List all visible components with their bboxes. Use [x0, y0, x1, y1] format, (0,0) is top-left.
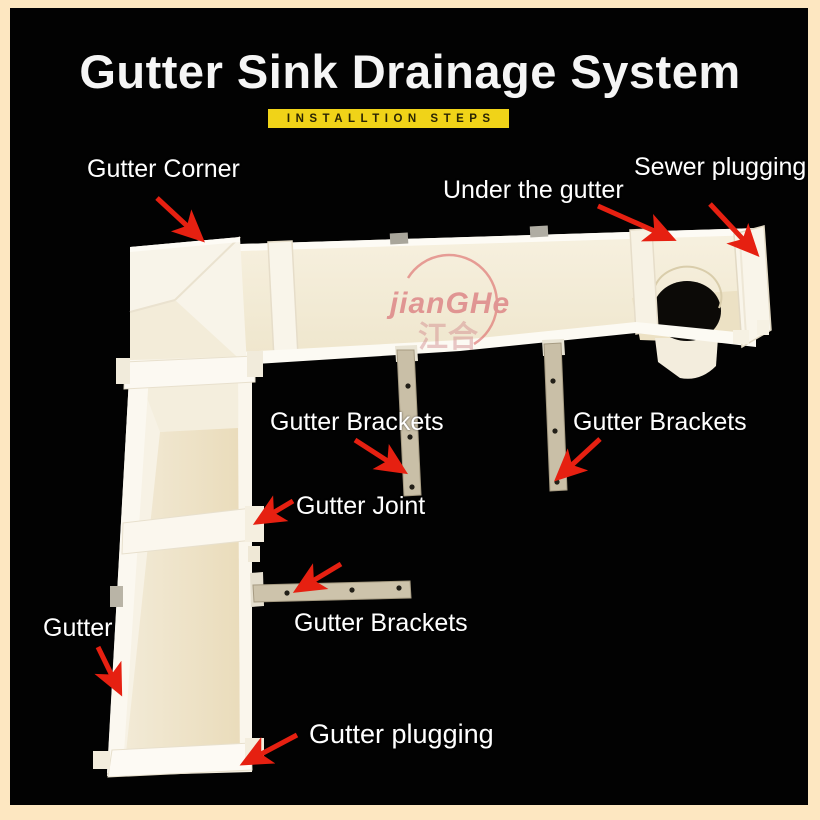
- gutter-bracket-horizontal: [250, 572, 412, 607]
- metal-clip: [389, 232, 409, 245]
- watermark-brand-cn-text: 江合: [418, 320, 478, 354]
- installation-steps-banner: INSTALLTION STEPS: [268, 109, 509, 128]
- label-gutter-brackets-right: Gutter Brackets: [573, 408, 747, 436]
- arrow-to-brackets-left: [353, 437, 408, 475]
- label-under-the-gutter: Under the gutter: [443, 176, 624, 204]
- arrow-to-gutter-joint: [252, 495, 295, 525]
- watermark-brand-text: jianGHe: [386, 287, 510, 320]
- horizontal-gutter-part: [240, 225, 772, 379]
- label-gutter-brackets-bottom: Gutter Brackets: [294, 609, 468, 637]
- gutter-corner-part: [129, 236, 247, 366]
- arrow-to-gutter-corner: [155, 196, 205, 243]
- arrow-to-brackets-bottom: [292, 561, 343, 593]
- arrow-to-brackets-right: [554, 437, 602, 482]
- vertical-gutter-part: [93, 351, 264, 778]
- page-title: Gutter Sink Drainage System: [79, 45, 741, 98]
- label-gutter-brackets-left: Gutter Brackets: [270, 408, 444, 436]
- label-gutter-corner: Gutter Corner: [87, 155, 240, 183]
- label-gutter-plugging: Gutter plugging: [309, 719, 494, 749]
- brand-watermark: jianGHe 江合: [386, 253, 510, 354]
- metal-clip: [529, 225, 549, 238]
- label-gutter: Gutter: [43, 614, 113, 642]
- arrow-to-under-the-gutter: [596, 203, 677, 242]
- arrow-to-gutter: [94, 645, 123, 697]
- label-sewer-plugging: Sewer plugging: [634, 153, 807, 181]
- gutter-bracket-vertical-right: [542, 339, 568, 492]
- arrow-to-gutter-plugging: [239, 732, 299, 766]
- arrow-to-sewer-plugging: [708, 202, 760, 257]
- label-gutter-joint: Gutter Joint: [296, 492, 426, 520]
